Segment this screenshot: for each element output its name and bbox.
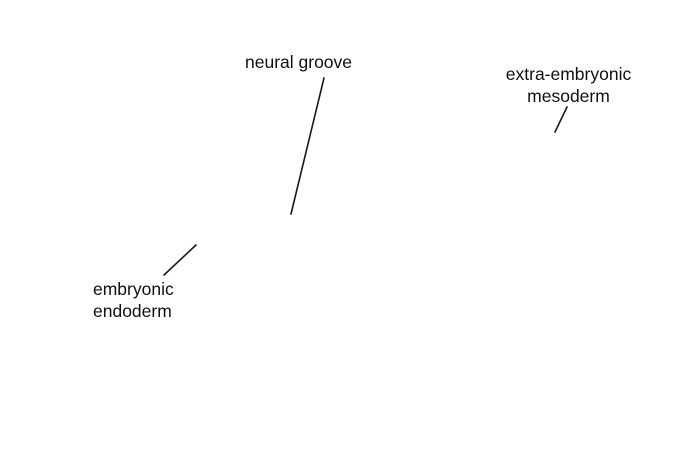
label-extra-embryonic-mesoderm-line2: mesoderm [527,86,610,106]
leader-line-embryonic-endoderm [163,244,197,276]
label-embryonic-endoderm-line1: embryonic [93,279,174,299]
label-extra-embryonic-mesoderm: extra-embryonic mesoderm [496,63,641,107]
label-extra-embryonic-mesoderm-line1: extra-embryonic [505,64,632,84]
label-embryonic-endoderm-line2: endoderm [93,301,172,321]
leader-line-neural-groove [290,77,325,215]
label-neural-groove: neural groove [245,51,352,73]
label-neural-groove-text: neural groove [245,52,353,72]
leader-line-extra-embryonic-mesoderm [554,106,568,133]
label-embryonic-endoderm: embryonic endoderm [93,278,174,322]
